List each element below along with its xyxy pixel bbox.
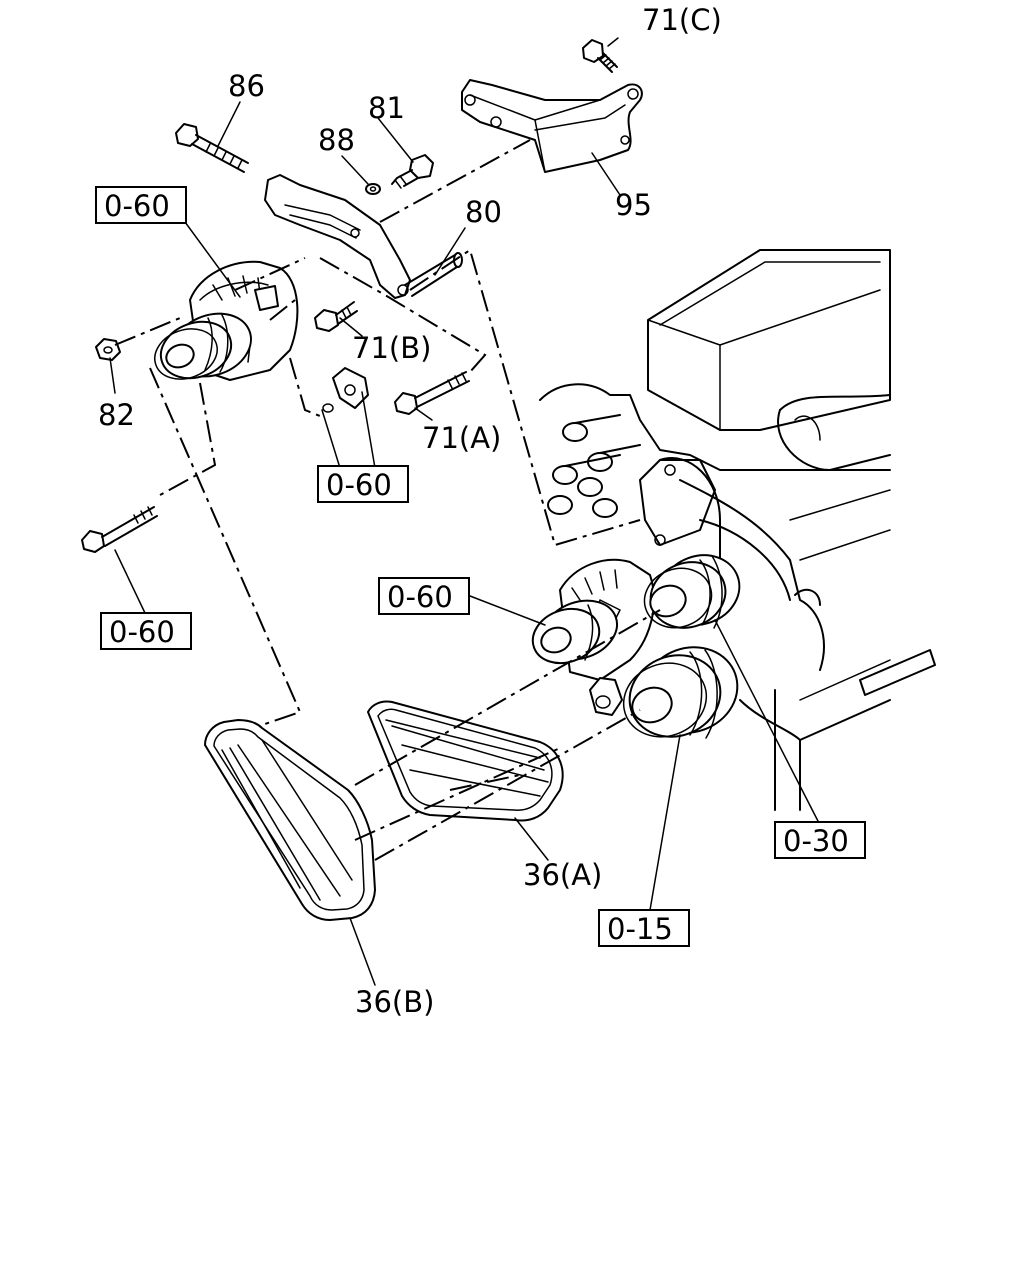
ref-box-6: 0-15: [598, 909, 690, 947]
part-labels: 71(C) 86 81 88 80 95 71(B) 71(A) 82 36(A…: [98, 3, 722, 1019]
bolt-86: [175, 123, 249, 173]
ref-box-1: 0-60: [95, 186, 187, 224]
label-71a: 71(A): [422, 421, 501, 455]
washer-88: [365, 183, 381, 195]
label-88: 88: [318, 123, 355, 157]
bolt-lower: [81, 506, 158, 553]
label-36a: 36(A): [523, 858, 602, 892]
leader-lines: [109, 37, 821, 986]
ref-text-2: 0-60: [326, 468, 392, 502]
bolt-71c: [582, 39, 618, 73]
belt-36b: [204, 719, 376, 921]
bolt-81: [391, 154, 434, 189]
center-lines: [114, 139, 661, 861]
ref-text-1: 0-60: [104, 189, 170, 223]
ref-box-4: 0-60: [378, 577, 470, 615]
ref-text-5: 0-30: [783, 824, 849, 858]
label-71b: 71(B): [352, 331, 431, 365]
ref-text-4: 0-60: [387, 580, 453, 614]
bracket-95: [461, 79, 643, 173]
label-81: 81: [368, 91, 405, 125]
label-80: 80: [465, 195, 502, 229]
ref-text-6: 0-15: [607, 912, 673, 946]
label-36b: 36(B): [355, 985, 434, 1019]
alternator-installed: [531, 558, 655, 681]
adjust-bracket: [264, 174, 463, 299]
ref-text-3: 0-60: [109, 615, 175, 649]
reference-boxes: 0-60 0-60 0-60 0-60 0-30 0-15: [95, 186, 866, 947]
label-71c: 71(C): [642, 3, 722, 37]
water-pump-pulley: [643, 554, 741, 629]
label-82: 82: [98, 398, 135, 432]
engine-block: [539, 249, 936, 811]
small-bracket: [322, 367, 369, 413]
bolt-71a: [394, 371, 470, 415]
nut-82: [95, 338, 121, 361]
alternator-exploded: [154, 260, 299, 381]
bolt-71b: [314, 301, 358, 332]
ref-box-5: 0-30: [774, 821, 866, 859]
ref-box-2: 0-60: [317, 465, 409, 503]
ref-box-3: 0-60: [100, 612, 192, 650]
label-95: 95: [615, 188, 652, 222]
label-86: 86: [228, 69, 265, 103]
crank-pulley: [589, 646, 739, 739]
